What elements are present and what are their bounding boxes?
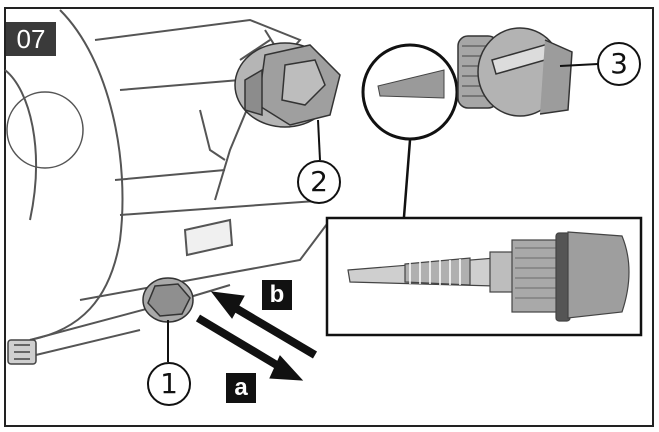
figure-frame [4,7,654,427]
drain-plug-icon [142,277,194,323]
dipstick-tip-zoom-icon [377,69,445,99]
direction-arrow-icon [195,291,318,381]
callout-3: 3 [597,42,641,86]
callout-1: 1 [147,362,191,406]
oil-cap-icon [457,27,573,117]
step-number-badge: 07 [6,22,56,56]
filler-cap-icon [234,42,341,128]
arrow-label-a: a [226,373,256,403]
arrow-label-b: b [262,280,292,310]
dipstick-icon [347,231,630,322]
callout-2-leader [317,119,321,161]
callout-2: 2 [297,160,341,204]
bolt-icon [7,339,37,365]
callout-3-leader [559,63,599,67]
